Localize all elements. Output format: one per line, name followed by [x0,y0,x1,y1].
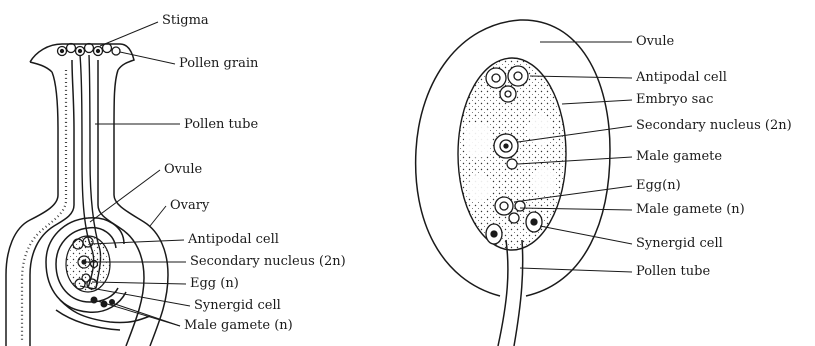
male-gamete-upper [507,159,517,169]
label-antipodal-left: Antipodal cell [188,232,279,247]
label-synergid-left: Synergid cell [194,298,281,313]
pollen-tube-stalk-left [498,240,508,346]
label-egg-left: Egg (n) [190,276,239,291]
leader-antipodal-left [90,240,184,244]
label-pollen-grain: Pollen grain [179,56,258,71]
leader-ovule-left [90,170,160,222]
label-ovary: Ovary [170,198,209,213]
label-antipodal-right: Antipodal cell [636,70,727,85]
leader-synergid-right [540,226,632,244]
leader-pollen-tube-right [520,268,632,272]
label-secondary-right: Secondary nucleus (2n) [636,118,792,133]
label-male-gamete-upper: Male gamete [636,149,722,164]
label-embryo-sac: Embryo sac [636,92,713,107]
style-inner-left [30,60,74,346]
leader-egg-left [92,282,186,284]
stigma-left-lip [30,62,52,72]
label-pollen-tube: Pollen tube [184,117,258,132]
label-ovule-left: Ovule [164,162,202,177]
pollen-grain-cluster [58,44,121,56]
label-egg-right: Egg(n) [636,178,681,193]
style-outer-left [6,72,58,346]
placenta [56,310,120,330]
leader-ovary [150,206,166,226]
secondary-nucleus [494,134,518,158]
pistil-section [6,44,168,346]
leader-embryo-sac [562,100,632,104]
label-secondary-left: Secondary nucleus (2n) [190,254,346,269]
label-ovule-right: Ovule [636,34,674,49]
label-male-gamete-lower: Male gamete (n) [636,202,745,217]
pollen-tube-stalk-right [514,240,523,346]
label-male-gamete-left: Male gamete (n) [184,318,293,333]
label-synergid-right: Synergid cell [636,236,723,251]
label-pollen-tube-right: Pollen tube [636,264,710,279]
leader-stigma [100,22,158,46]
label-stigma: Stigma [162,13,209,28]
leader-synergid-left [80,286,190,306]
ovule-enlarged [416,20,610,346]
